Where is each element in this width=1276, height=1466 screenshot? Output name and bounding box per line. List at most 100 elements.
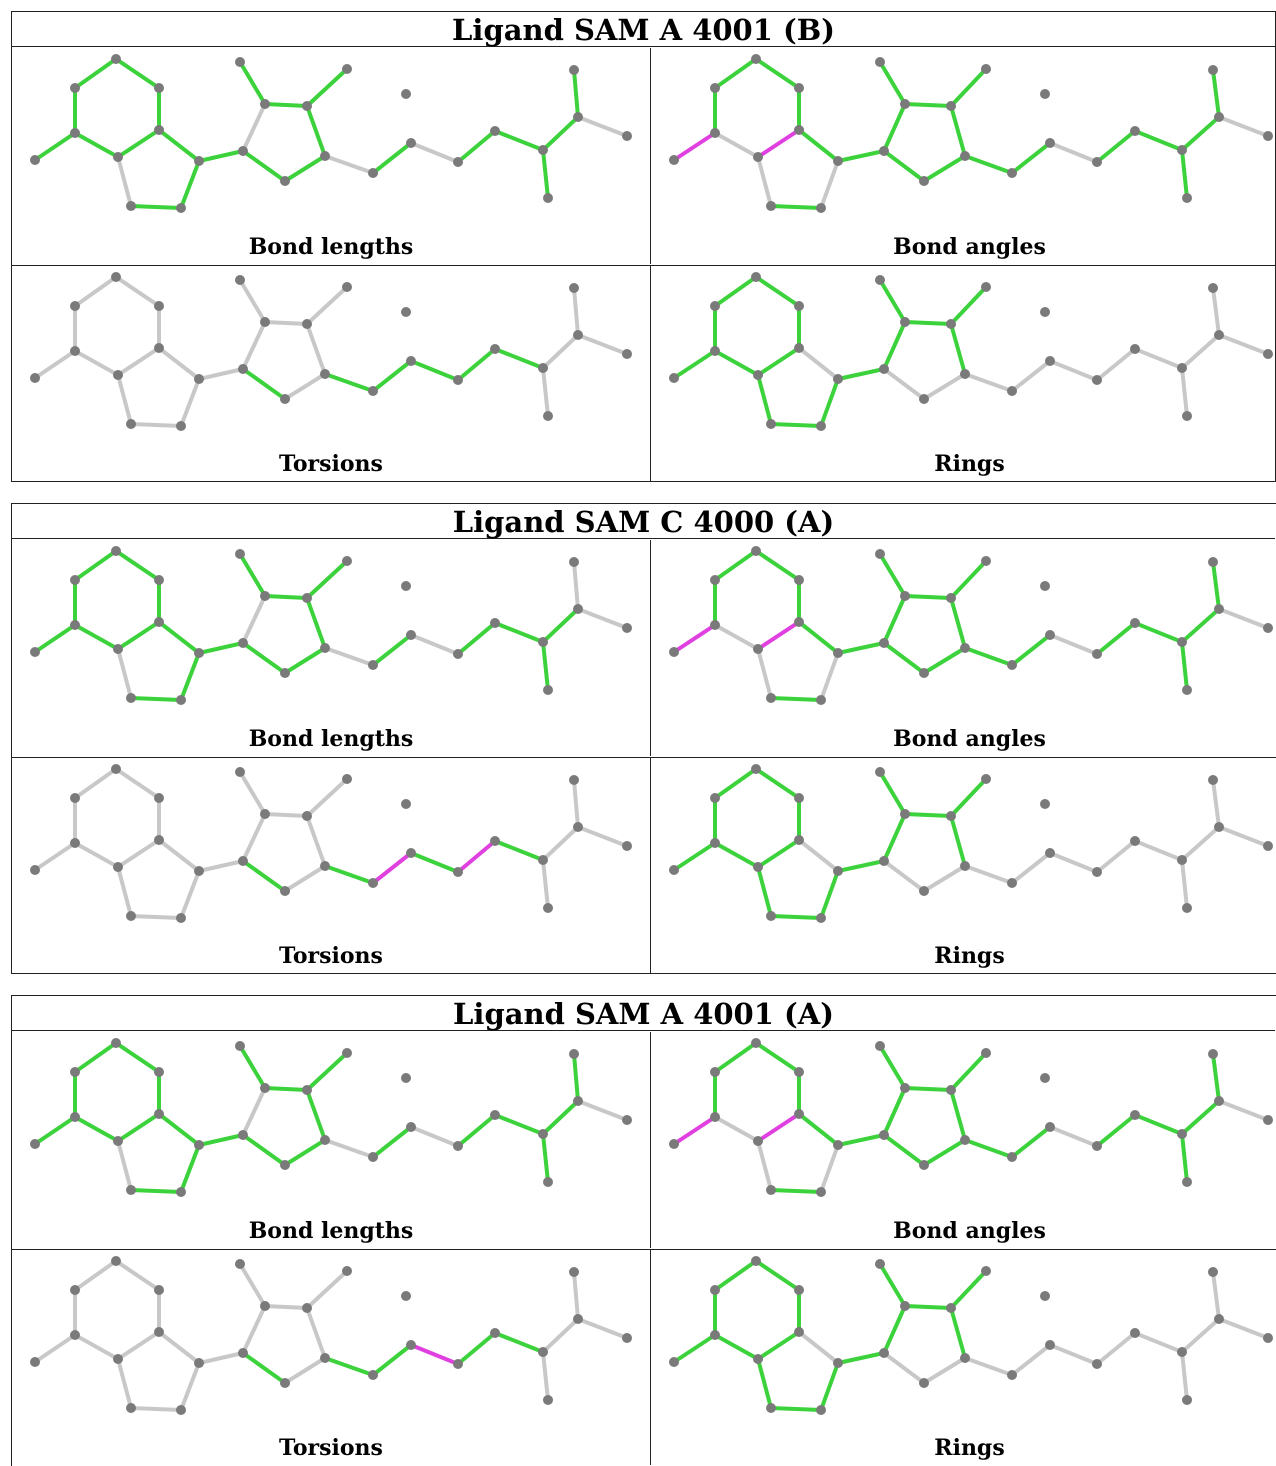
bond (1217, 115, 1270, 138)
atom (543, 685, 553, 695)
bond (1133, 129, 1184, 152)
panel-caption: Rings (934, 451, 1005, 477)
panel-caption: Bond angles (893, 726, 1046, 752)
atom (126, 1403, 136, 1413)
atom (260, 591, 270, 601)
atom (1263, 1115, 1273, 1125)
bond (493, 1113, 545, 1136)
bond (541, 1350, 550, 1402)
atom (1040, 1073, 1050, 1083)
atom (406, 138, 416, 148)
atom (1130, 126, 1140, 136)
atom (490, 1110, 500, 1120)
bond (456, 839, 497, 874)
bond (1010, 141, 1052, 175)
atom (176, 1405, 186, 1415)
bond (1095, 839, 1137, 874)
bond (197, 367, 245, 381)
bond (33, 131, 77, 162)
atom (154, 835, 164, 845)
atom (919, 394, 929, 404)
atom (1182, 1177, 1192, 1187)
atom (751, 272, 761, 282)
atom (573, 604, 583, 614)
atom (919, 1160, 929, 1170)
bond (576, 333, 629, 356)
bond (836, 859, 886, 873)
atom (490, 344, 500, 354)
bond (456, 621, 497, 656)
atom (154, 1109, 164, 1119)
validation-panel: Bond angles (650, 540, 1276, 756)
atom (875, 57, 885, 67)
bond (541, 607, 580, 644)
atom (960, 643, 970, 653)
atom (368, 386, 378, 396)
bond (305, 1051, 349, 1092)
bond (116, 865, 133, 918)
atom (1177, 855, 1187, 865)
atom (1007, 1370, 1017, 1380)
atom (946, 811, 956, 821)
panel-caption: Torsions (279, 451, 383, 477)
molecule-diagram (30, 1256, 632, 1415)
atom (406, 1122, 416, 1132)
bond (409, 141, 460, 164)
bond (323, 1356, 375, 1377)
bond (1217, 1099, 1270, 1122)
bond (456, 129, 497, 164)
bond (769, 422, 823, 428)
bond (882, 367, 926, 401)
atom (766, 1185, 776, 1195)
atom (30, 647, 40, 657)
bond (1217, 1317, 1270, 1340)
bond (754, 57, 801, 90)
bond (263, 1086, 309, 1092)
bond (541, 148, 550, 200)
bond (179, 377, 201, 428)
molecule-diagram (30, 272, 632, 431)
atom (194, 648, 204, 658)
bond (878, 1044, 907, 1090)
bond (157, 1112, 201, 1147)
atom (538, 145, 548, 155)
bond (179, 159, 201, 210)
panel-caption: Bond lengths (248, 234, 414, 260)
bond (263, 812, 309, 818)
bond (819, 869, 840, 920)
bond (754, 549, 801, 582)
validation-panel: Torsions (12, 1249, 650, 1465)
panel-caption: Bond angles (893, 234, 1046, 260)
bond (572, 1270, 580, 1321)
bond (949, 1269, 988, 1310)
atom (368, 1370, 378, 1380)
bond (114, 1041, 161, 1074)
bond (238, 1262, 267, 1308)
bond (756, 155, 773, 208)
bond (1180, 148, 1189, 200)
atom (766, 1403, 776, 1413)
bond (323, 864, 375, 885)
atom (194, 1140, 204, 1150)
atom (320, 643, 330, 653)
atom (569, 65, 579, 75)
bond (73, 841, 120, 869)
atom (1092, 1359, 1102, 1369)
bond (241, 1133, 287, 1167)
atom (794, 835, 804, 845)
panel-caption: Bond angles (893, 1218, 1046, 1244)
atom (569, 283, 579, 293)
bond (541, 333, 580, 370)
bond (963, 154, 1014, 175)
bond (572, 560, 580, 611)
bond (541, 825, 580, 862)
molecule-diagram (669, 764, 1273, 923)
bond (1048, 1343, 1099, 1366)
atom (111, 764, 121, 774)
atom (919, 668, 929, 678)
atom (981, 556, 991, 566)
atom (70, 1112, 80, 1122)
bond (882, 149, 926, 183)
